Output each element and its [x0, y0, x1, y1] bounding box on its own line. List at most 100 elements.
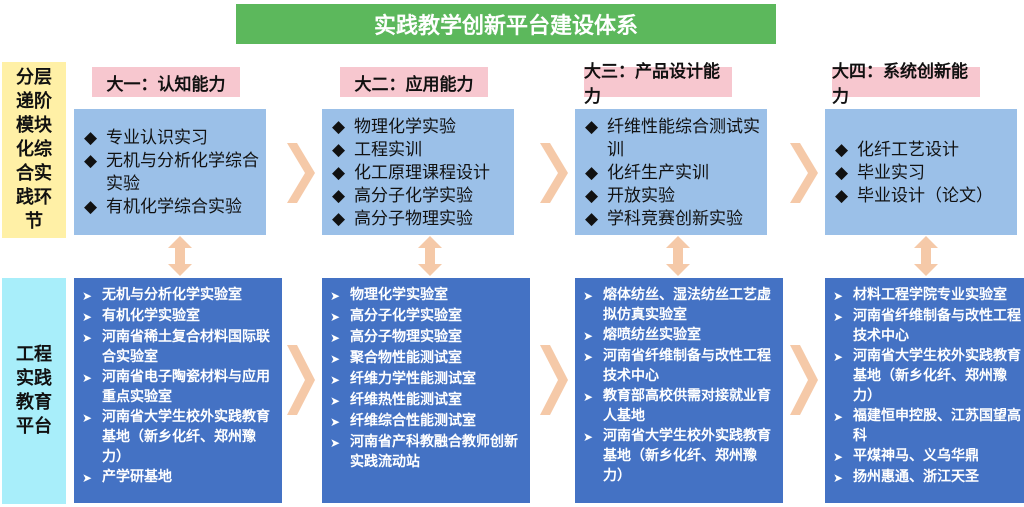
list-item-text: 物理化学实验室	[350, 287, 448, 303]
list-item-text: 化纤工艺设计	[857, 139, 959, 160]
list-item-text: 平煤神马、义乌华鼎	[853, 448, 979, 464]
list-item: ◆ 有机化学综合实验	[84, 196, 262, 219]
list-item: ➤纤维热性能测试室	[330, 390, 524, 411]
arrow-bullet-icon: ➤	[330, 331, 341, 345]
arrow-bullet-icon: ➤	[583, 430, 594, 444]
list-item-text: 河南省纤维制备与改性工程技术中心	[603, 348, 771, 384]
list-item: ➤ 高分子物理实验室	[330, 327, 524, 348]
arrow-bullet-icon: ➤	[583, 329, 594, 343]
list-item: ◆ 化纤生产实训	[585, 162, 763, 185]
up-down-arrow-icon	[418, 236, 442, 276]
diamond-bullet-icon: ◆	[585, 185, 599, 206]
list-item-text: 高分子化学实验室	[350, 308, 462, 324]
list-item: ➤无机与分析化学实验室	[82, 285, 276, 306]
list-item: ◆无机与分析化学综合实验	[84, 150, 262, 196]
diamond-bullet-icon: ◆	[585, 162, 599, 183]
bottom-box-year4: ➤材料工程学院专业实验室➤河南省纤维制备与改性工程技术中心➤河南省大学生校外实践…	[825, 278, 1024, 503]
list-item: ➤ 平煤神马、义乌华鼎	[833, 446, 1024, 467]
list-item-text: 高分子化学实验	[354, 185, 473, 206]
list-item: ➤熔体纺丝、湿法纺丝工艺虚拟仿真实验室	[583, 285, 777, 325]
arrow-bullet-icon: ➤	[833, 471, 844, 485]
right-chevron-arrow-icon	[790, 143, 818, 203]
list-item-text: 专业认识实习	[106, 128, 208, 148]
list-item-text: 河南省电子陶瓷材料与应用重点实验室	[102, 369, 270, 405]
right-chevron-arrow-icon	[287, 143, 315, 203]
list-item-text: 熔喷纺丝实验室	[603, 327, 701, 343]
diamond-bullet-icon: ◆	[585, 116, 599, 137]
list-item-text: 扬州惠通、浙江天圣	[853, 469, 979, 485]
list-item: ◆ 高分子化学实验	[332, 185, 510, 208]
arrow-bullet-icon: ➤	[583, 289, 594, 303]
list-item-text: 化工原理课程设计	[354, 162, 490, 183]
list-item-text: 纤维性能综合测试实训	[607, 116, 760, 160]
arrow-bullet-icon: ➤	[583, 350, 594, 364]
list-item-text: 学科竞赛创新实验	[607, 208, 743, 229]
column-header-year4: 大四：系统创新能力	[832, 62, 980, 107]
list-item-text: 纤维热性能测试室	[350, 392, 462, 408]
diamond-bullet-icon: ◆	[332, 208, 346, 229]
bottom-box-year1: ➤无机与分析化学实验室➤有机化学实验室➤河南省稀土复合材料国际联合实验室➤河南省…	[74, 278, 282, 503]
arrow-bullet-icon: ➤	[82, 331, 93, 345]
column-header-year2: 大二：应用能力	[340, 67, 488, 97]
arrow-bullet-icon: ➤	[330, 373, 341, 387]
list-item: ➤ 高分子化学实验室	[330, 306, 524, 327]
arrow-bullet-icon: ➤	[833, 310, 844, 324]
list-item: ➤ 聚合物性能测试室	[330, 348, 524, 369]
list-item-text: 材料工程学院专业实验室	[853, 287, 1007, 303]
diamond-bullet-icon: ◆	[84, 151, 98, 171]
column-header-year3: 大三：产品设计能力	[584, 62, 732, 107]
arrow-bullet-icon: ➤	[330, 352, 341, 366]
list-item-text: 产学研基地	[102, 469, 172, 485]
list-item: ➤ 纤维力学性能测试室	[330, 369, 524, 390]
arrow-bullet-icon: ➤	[330, 310, 341, 324]
list-item: ➤ 有机化学实验室	[82, 306, 276, 327]
list-item-text: 高分子物理实验室	[350, 329, 462, 345]
list-item: ◆毕业实习	[835, 162, 1013, 185]
list-item-text: 化纤生产实训	[607, 162, 709, 183]
list-item-text: 毕业实习	[857, 162, 925, 183]
list-item: ◆毕业设计（论文）	[835, 185, 1013, 208]
list-item: ➤河南省稀土复合材料国际联合实验室	[82, 327, 276, 367]
list-item-text: 纤维综合性能测试室	[350, 413, 476, 429]
diamond-bullet-icon: ◆	[332, 185, 346, 206]
up-down-arrow-icon	[914, 236, 938, 276]
column-header-year1: 大一：认知能力	[92, 67, 240, 97]
list-item: ➤教育部高校供需对接就业育人基地	[583, 386, 777, 426]
list-item: ➤ 物理化学实验室	[330, 285, 524, 306]
diamond-bullet-icon: ◆	[84, 197, 98, 217]
arrow-bullet-icon: ➤	[82, 310, 93, 324]
list-item: ◆ 专业认识实习	[84, 127, 262, 150]
arrow-bullet-icon: ➤	[330, 415, 341, 429]
arrow-bullet-icon: ➤	[583, 390, 594, 404]
list-item: ➤ 河南省电子陶瓷材料与应用重点实验室	[82, 367, 276, 407]
arrow-bullet-icon: ➤	[833, 450, 844, 464]
list-item-text: 聚合物性能测试室	[350, 350, 462, 366]
list-item: ➤ 河南省纤维制备与改性工程技术中心	[583, 346, 777, 386]
list-item-text: 高分子物理实验	[354, 208, 473, 229]
diamond-bullet-icon: ◆	[332, 139, 346, 160]
list-item-text: 物理化学实验	[354, 116, 456, 137]
side-label-engineering-platform: 工程实践教育平台	[2, 278, 66, 504]
arrow-bullet-icon: ➤	[82, 371, 93, 385]
list-item: ◆开放实验	[585, 185, 763, 208]
top-box-year3: ◆纤维性能综合测试实训◆化纤生产实训◆开放实验◆学科竞赛创新实验	[575, 109, 767, 235]
diamond-bullet-icon: ◆	[332, 116, 346, 137]
list-item: ➤福建恒申控股、江苏国望高科	[833, 406, 1024, 446]
list-item-text: 有机化学实验室	[102, 308, 200, 324]
list-item: ◆工程实训	[332, 139, 510, 162]
bottom-box-year3: ➤熔体纺丝、湿法纺丝工艺虚拟仿真实验室➤熔喷纺丝实验室➤河南省纤维制备与改性工程…	[575, 278, 783, 503]
list-item: ◆化纤工艺设计	[835, 139, 1013, 162]
list-item-text: 纤维力学性能测试室	[350, 371, 476, 387]
list-item-text: 有机化学综合实验	[106, 197, 242, 217]
side-label-top-text: 分层递阶模块化综合实践环节	[16, 67, 52, 232]
diamond-bullet-icon: ◆	[84, 128, 98, 148]
right-chevron-arrow-icon	[790, 345, 818, 415]
list-item-text: 无机与分析化学实验室	[102, 287, 242, 303]
list-item: ◆ 物理化学实验	[332, 116, 510, 139]
side-label-bottom-text: 工程实践教育平台	[16, 344, 52, 437]
bottom-box-year2: ➤ 物理化学实验室 ➤ 高分子化学实验室 ➤ 高分子物理实验室 ➤ 聚合物性能测试室 ➤ 纤维力学…	[322, 278, 530, 503]
list-item: ➤河南省产科教融合教师创新实践流动站	[330, 432, 524, 472]
arrow-bullet-icon: ➤	[330, 289, 341, 303]
up-down-arrow-icon	[168, 236, 192, 276]
diamond-bullet-icon: ◆	[835, 185, 849, 206]
